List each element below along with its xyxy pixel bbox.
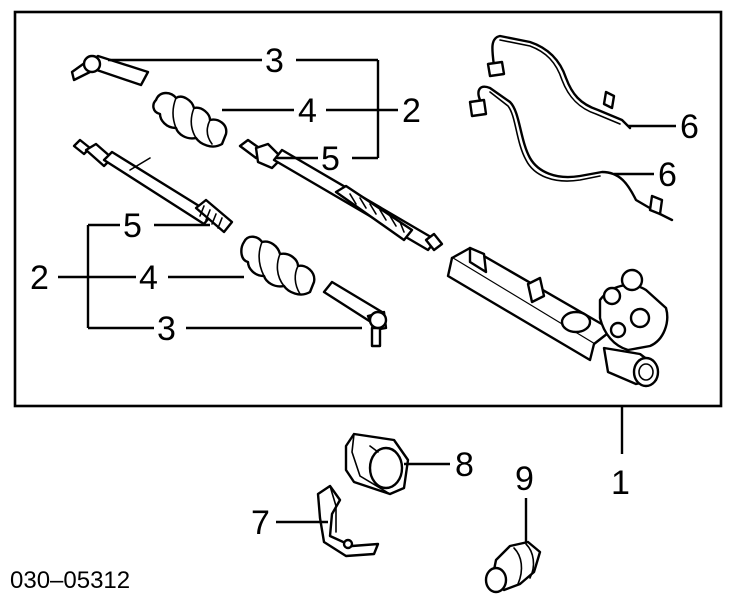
callout-9: 9 (515, 460, 534, 498)
tie-rod-end-upper (70, 54, 150, 87)
callout-8: 8 (455, 446, 474, 484)
callout-6-top: 6 (680, 108, 699, 146)
leader-lines (58, 58, 676, 542)
grommet (484, 540, 542, 594)
callout-7: 7 (251, 504, 270, 542)
callout-5-top: 5 (321, 140, 340, 178)
hydraulic-line-upper (486, 34, 632, 130)
tie-rod-end-lower (322, 280, 388, 348)
mounting-bracket (316, 484, 380, 558)
callout-5-bottom: 5 (123, 207, 142, 245)
steering-rack-housing (446, 246, 669, 388)
callout-4-bottom: 4 (139, 259, 158, 297)
callout-3-bottom: 3 (157, 310, 176, 348)
inner-tie-rod-upper (238, 138, 444, 252)
callout-2-left: 2 (30, 259, 49, 297)
assembly-frame (13, 10, 723, 408)
callout-1: 1 (611, 464, 630, 502)
diagram-code: 030–05312 (10, 567, 130, 594)
boot-lower (240, 235, 316, 296)
hydraulic-line-lower (468, 85, 674, 222)
boot-upper (152, 91, 228, 148)
callout-2-top: 2 (402, 92, 421, 130)
callout-4-top: 4 (298, 92, 317, 130)
rack-insulator (344, 432, 410, 496)
inner-tie-rod-lower (72, 138, 234, 234)
callout-3-top: 3 (265, 42, 284, 80)
callout-6-bottom: 6 (658, 156, 677, 194)
